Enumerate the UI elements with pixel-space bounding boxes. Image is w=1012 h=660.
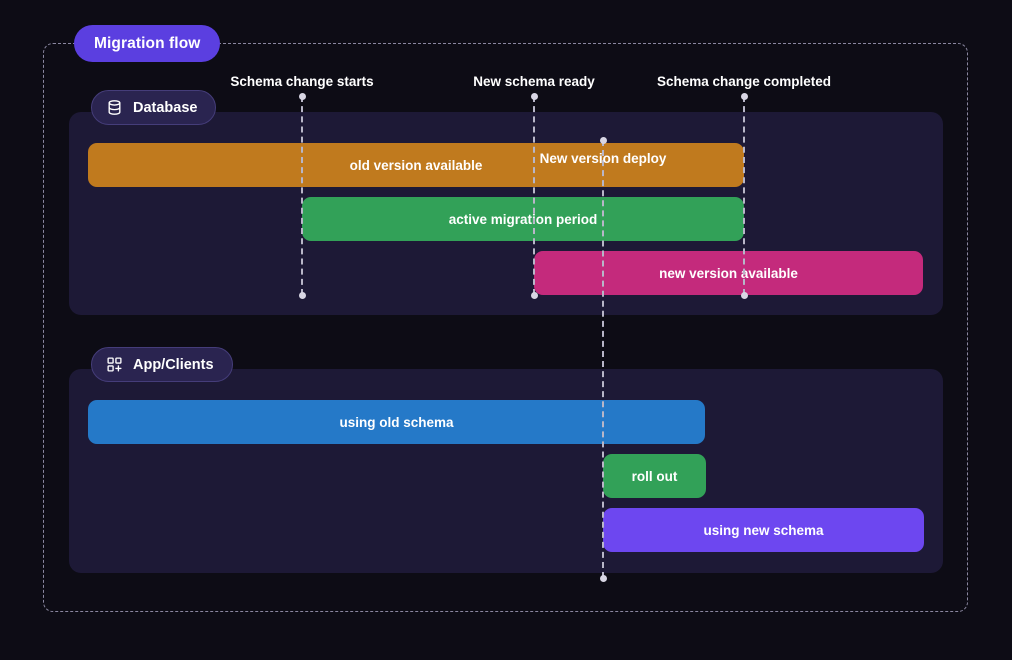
grid-plus-icon — [106, 356, 123, 373]
bar-label: using old schema — [339, 414, 454, 430]
lane-badge-app-clients: App/Clients — [91, 347, 233, 382]
bar-old-version-available: old version available — [88, 143, 744, 187]
bar-label: active migration period — [448, 211, 598, 227]
lane-badge-database: Database — [91, 90, 217, 125]
bar-label: new version available — [659, 265, 798, 281]
bar-using-new-schema: using new schema — [603, 508, 924, 552]
bar-label: old version available — [349, 157, 483, 173]
lane-badge-app-clients-label: App/Clients — [133, 356, 214, 373]
bar-active-migration-period: active migration period — [302, 197, 744, 241]
bar-new-version-available: new version available — [534, 251, 923, 295]
diagram-outer-frame — [43, 43, 968, 612]
bar-label: using new schema — [703, 522, 824, 538]
bar-using-old-schema: using old schema — [88, 400, 705, 444]
bar-label: roll out — [631, 468, 678, 484]
migration-flow-title-label: Migration flow — [94, 34, 201, 52]
migration-flow-title-pill: Migration flow — [74, 25, 221, 62]
bar-roll-out: roll out — [603, 454, 706, 498]
database-icon — [106, 99, 123, 116]
lane-badge-database-label: Database — [133, 99, 198, 116]
